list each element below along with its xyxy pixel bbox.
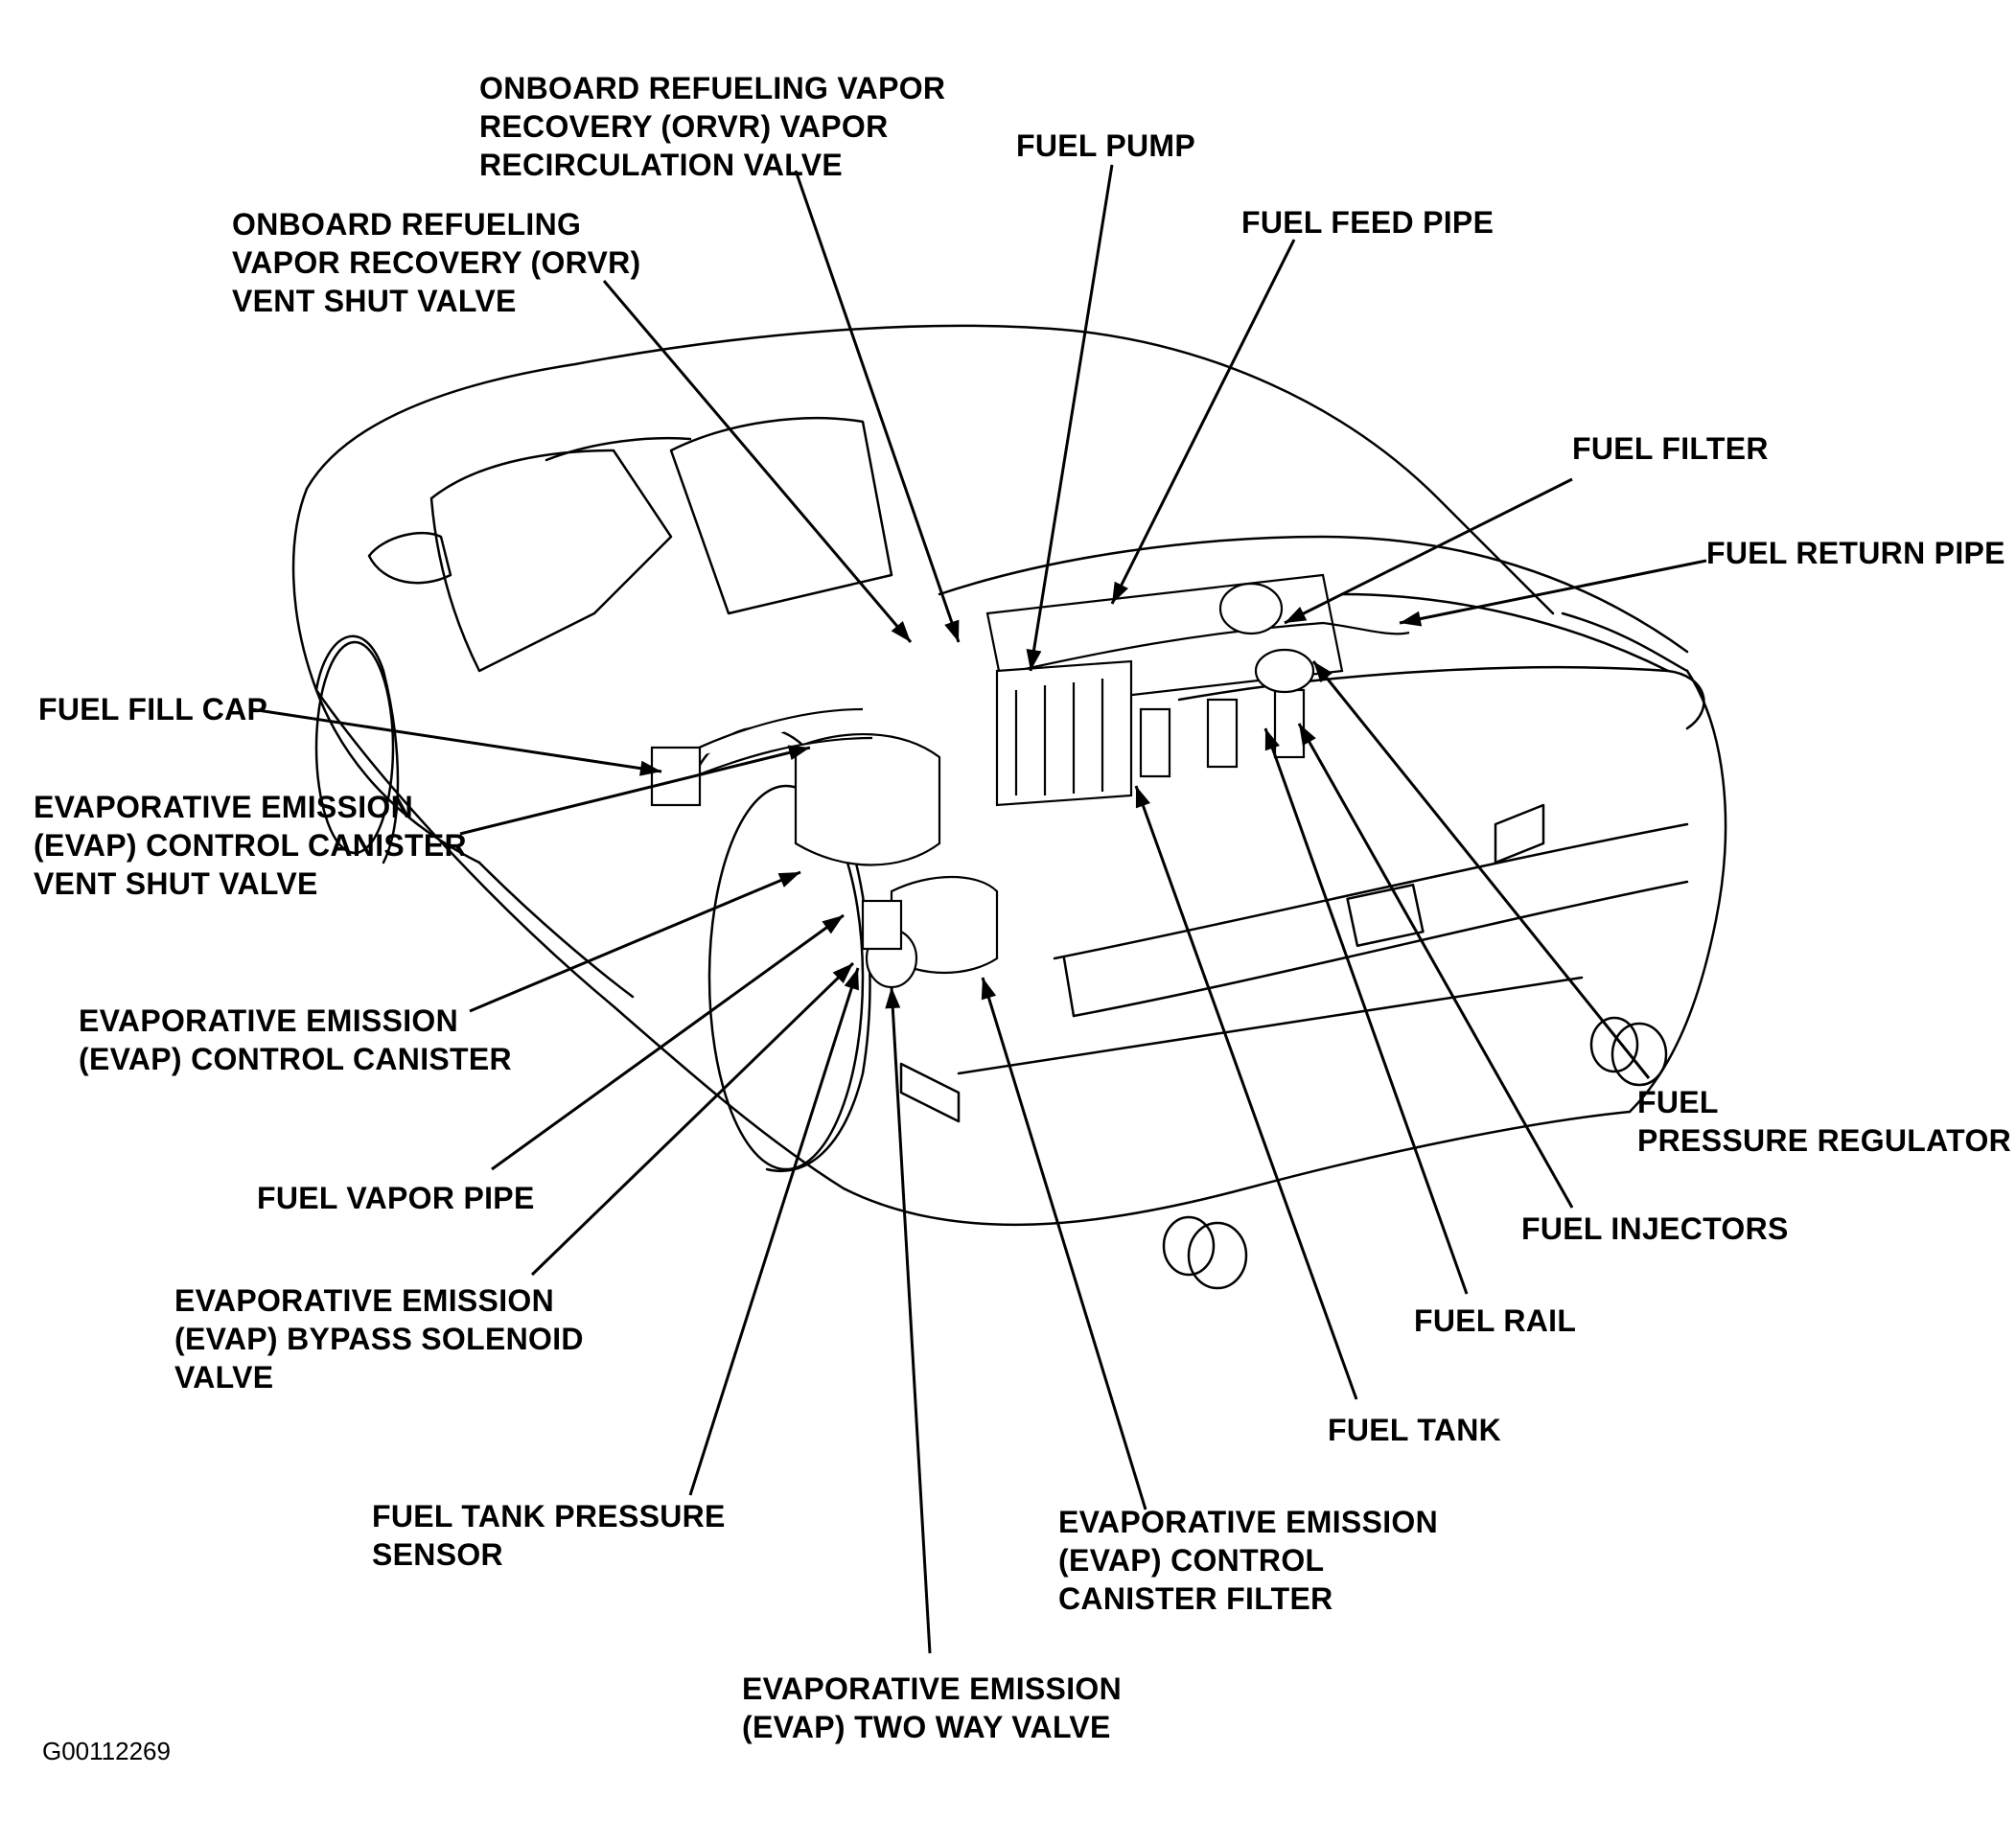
leader-evap-vent-shut [459, 746, 811, 836]
leader-orvr-vent [602, 280, 913, 643]
label-orvr-vent-shut-valve: ONBOARD REFUELING VAPOR RECOVERY (ORVR) … [232, 207, 641, 318]
leader-fuel-filter [1284, 477, 1573, 625]
leader-evap-bypass-arrowhead [832, 963, 853, 984]
label-fuel-fill-cap: FUEL FILL CAP [38, 692, 268, 726]
leader-evap-two-way-arrowhead [885, 987, 901, 1009]
figure-code: G00112269 [42, 1737, 171, 1765]
leader-evap-two-way [890, 986, 932, 1654]
leader-fuel-rail [1263, 727, 1469, 1295]
label-fuel-rail: FUEL RAIL [1414, 1303, 1577, 1338]
label-fuel-vapor-pipe: FUEL VAPOR PIPE [257, 1181, 535, 1215]
label-evap-canister-vent-shut-valve: EVAPORATIVE EMISSION (EVAP) CONTROL CANI… [34, 790, 467, 901]
leader-evap-canister-filter-arrowhead [981, 978, 997, 1001]
leader-lines [250, 164, 1707, 1654]
leader-orvr-recirc [794, 170, 961, 643]
leader-fuel-fill-cap [250, 707, 662, 773]
label-fuel-tank: FUEL TANK [1328, 1413, 1502, 1447]
leader-evap-canister [469, 870, 801, 1013]
leader-fuel-injectors [1297, 723, 1574, 1209]
label-orvr-vapor-recirculation-valve: ONBOARD REFUELING VAPOR RECOVERY (ORVR) … [479, 71, 946, 182]
leader-fuel-vapor-arrowhead [822, 915, 844, 934]
label-fuel-injectors: FUEL INJECTORS [1521, 1211, 1789, 1246]
leader-fuel-pressure-regulator-arrowhead [1313, 661, 1333, 683]
label-fuel-filter: FUEL FILTER [1572, 431, 1769, 466]
label-evap-control-canister: EVAPORATIVE EMISSION (EVAP) CONTROL CANI… [79, 1003, 512, 1076]
leader-evap-canister-filter [981, 977, 1147, 1510]
label-fuel-pressure-regulator: FUEL PRESSURE REGULATOR [1637, 1085, 2012, 1158]
leader-fuel-return [1399, 559, 1707, 625]
leader-fuel-return-arrowhead [1400, 611, 1423, 627]
leader-fuel-feed [1110, 239, 1296, 605]
leader-fuel-tank-arrowhead [1135, 786, 1150, 809]
leader-fuel-tank-pressure [688, 967, 860, 1496]
label-fuel-feed-pipe: FUEL FEED PIPE [1241, 205, 1495, 240]
leader-fuel-filter-arrowhead [1285, 607, 1308, 623]
leader-fuel-rail-arrowhead [1264, 728, 1280, 751]
car-body-outline [291, 324, 1727, 1290]
leader-fuel-pump [1029, 164, 1114, 672]
leader-evap-canister-arrowhead [777, 872, 800, 887]
leader-orvr-vent-arrowhead [891, 621, 911, 642]
label-evap-bypass-solenoid-valve: EVAPORATIVE EMISSION (EVAP) BYPASS SOLEN… [174, 1283, 584, 1395]
leader-orvr-recirc-arrowhead [944, 619, 960, 642]
leader-fuel-injectors-arrowhead [1299, 724, 1316, 747]
leader-fuel-vapor [491, 913, 845, 1171]
leader-evap-bypass [530, 961, 855, 1277]
leader-evap-vent-shut-arrowhead [787, 745, 810, 761]
leader-fuel-tank [1134, 785, 1358, 1400]
fuel-components [650, 573, 1410, 989]
label-evap-two-way-valve: EVAPORATIVE EMISSION (EVAP) TWO WAY VALV… [742, 1671, 1122, 1744]
leader-fuel-feed-arrowhead [1112, 581, 1128, 604]
leader-fuel-pump-arrowhead [1026, 649, 1042, 671]
leader-fuel-tank-pressure-arrowhead [844, 968, 859, 991]
label-fuel-tank-pressure-sensor: FUEL TANK PRESSURE SENSOR [372, 1499, 726, 1572]
label-fuel-pump: FUEL PUMP [1016, 128, 1196, 163]
leader-fuel-fill-cap-arrowhead [639, 760, 661, 776]
label-evap-control-canister-filter: EVAPORATIVE EMISSION (EVAP) CONTROL CANI… [1058, 1505, 1438, 1616]
leader-fuel-pressure-regulator [1311, 660, 1651, 1079]
label-fuel-return-pipe: FUEL RETURN PIPE [1706, 536, 2005, 570]
